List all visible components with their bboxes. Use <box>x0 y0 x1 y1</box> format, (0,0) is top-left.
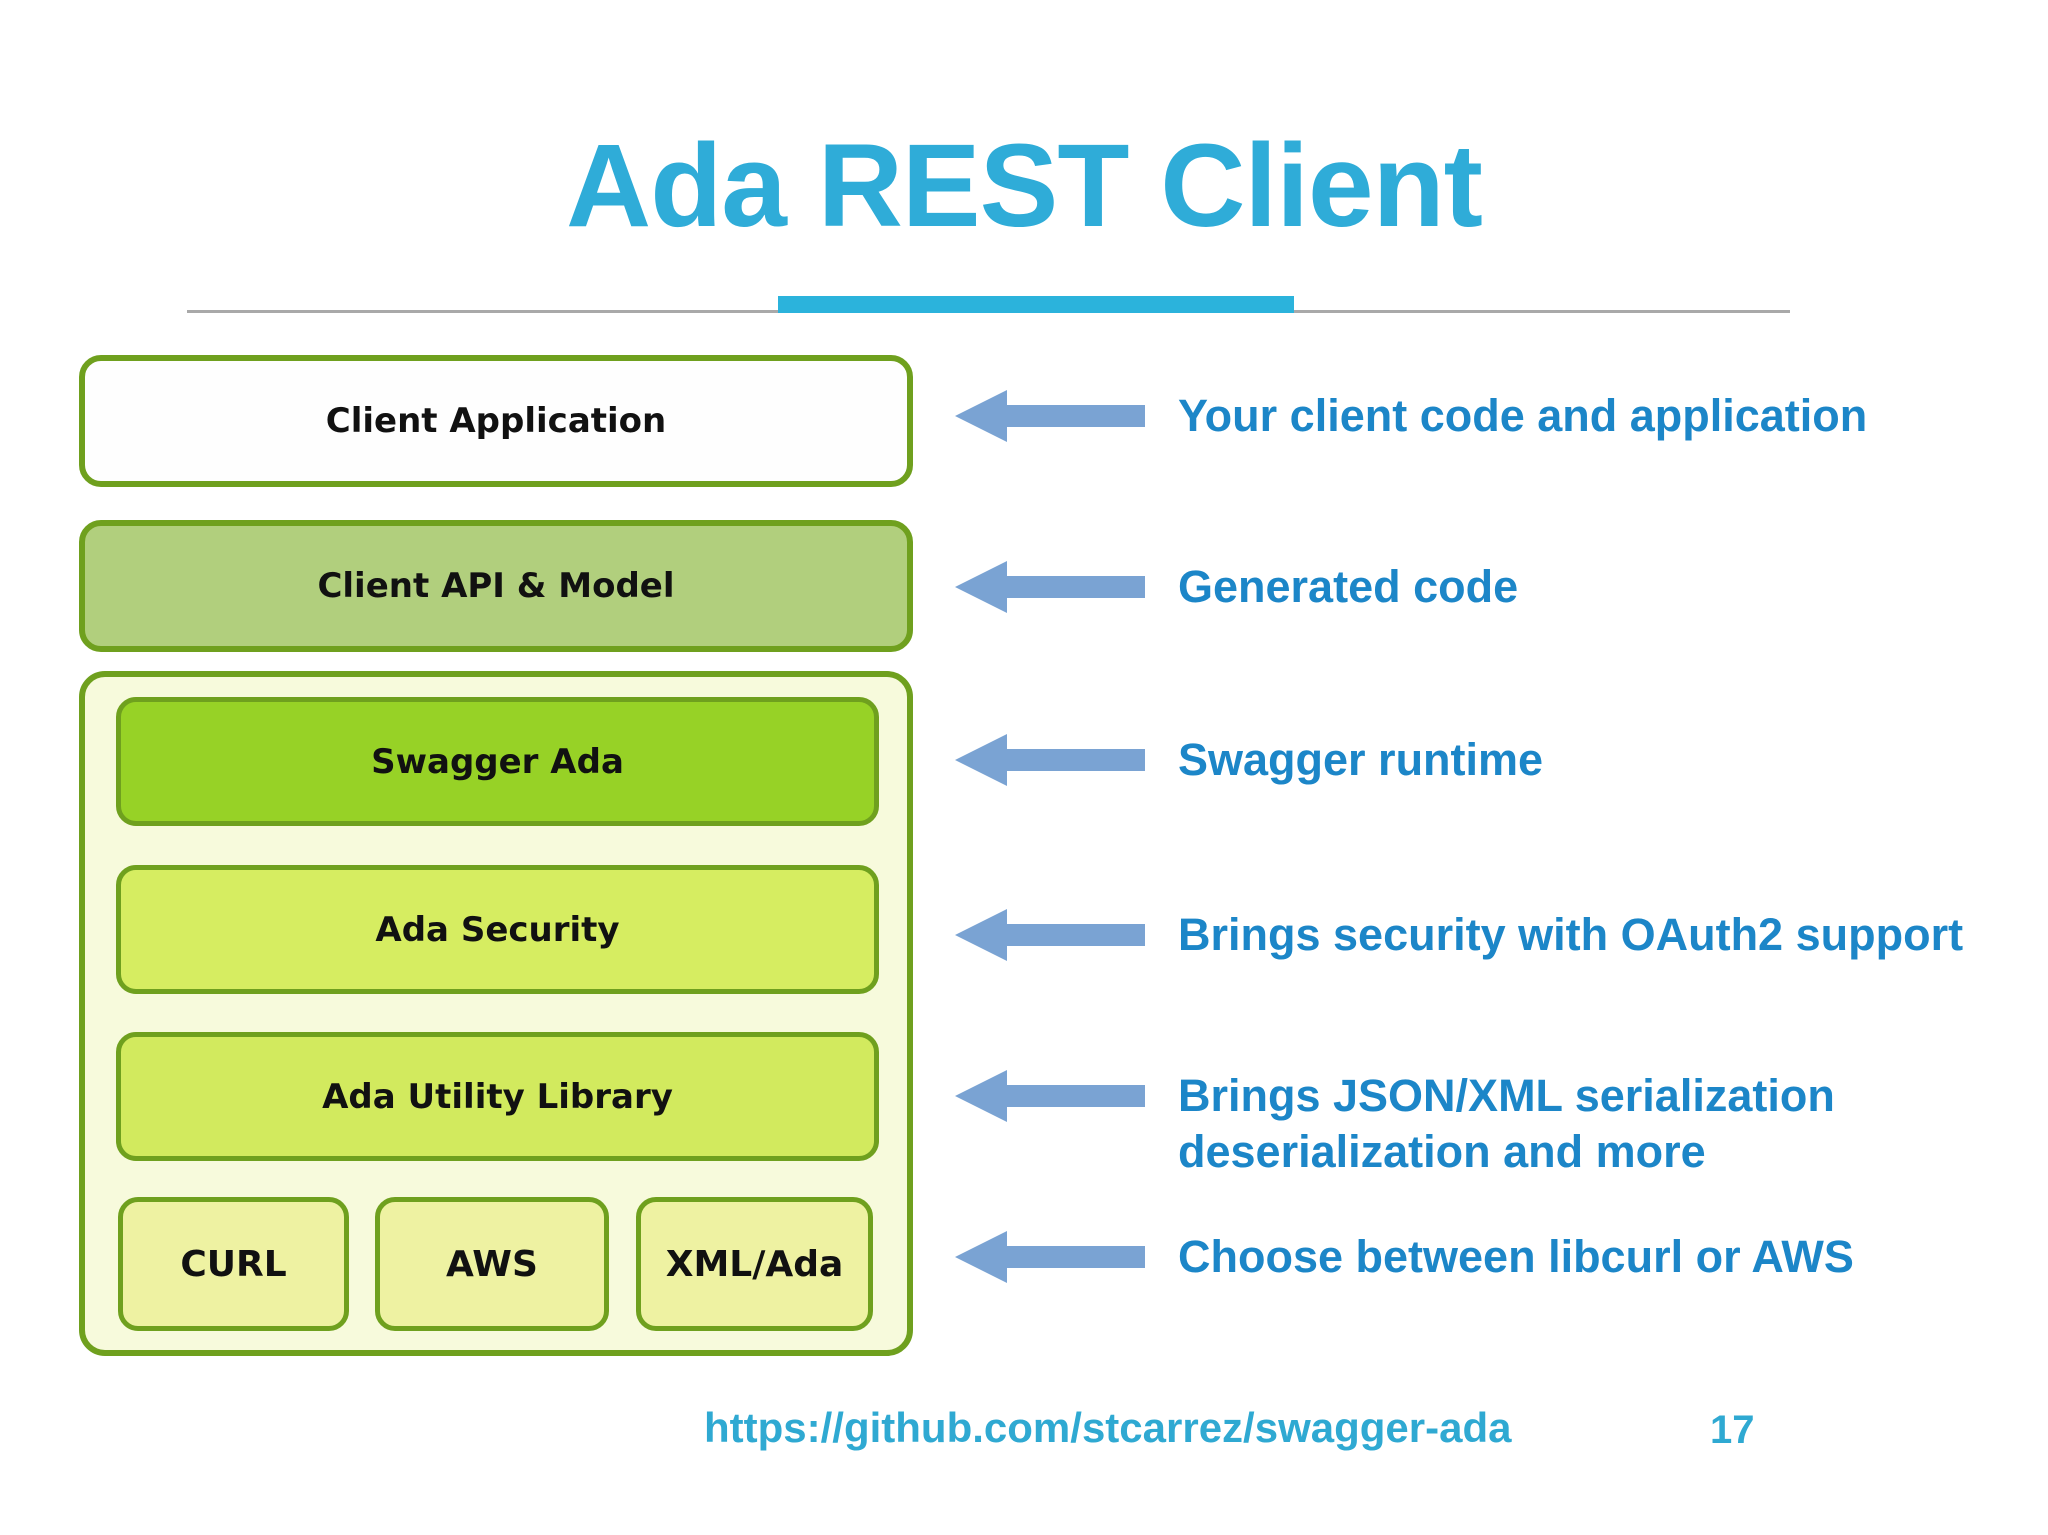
left-arrow-icon <box>955 388 1145 444</box>
left-arrow-icon <box>955 559 1145 615</box>
box-aws: AWS <box>375 1197 609 1331</box>
box-ada-utility-library-label: Ada Utility Library <box>322 1076 673 1117</box>
box-swagger-ada: Swagger Ada <box>116 697 879 826</box>
left-arrow-icon <box>955 1068 1145 1124</box>
box-client-api-model-label: Client API & Model <box>317 566 675 606</box>
annotation-backend-choice: Choose between libcurl or AWS <box>1178 1231 1854 1282</box>
box-client-api-model: Client API & Model <box>79 520 913 652</box>
page-number: 17 <box>1710 1408 1755 1452</box>
box-ada-security-label: Ada Security <box>375 909 620 950</box>
left-arrow-icon <box>955 1229 1145 1285</box>
title-divider-accent <box>778 296 1294 313</box>
box-swagger-ada-label: Swagger Ada <box>371 741 624 782</box>
github-url-link[interactable]: https://github.com/stcarrez/swagger-ada <box>704 1404 1512 1451</box>
annotation-serialization-line2: deserialization and more <box>1178 1126 1706 1177</box>
box-ada-utility-library: Ada Utility Library <box>116 1032 879 1161</box>
annotation-swagger-runtime: Swagger runtime <box>1178 734 1544 785</box>
left-arrow-icon <box>955 732 1145 788</box>
box-client-application: Client Application <box>79 355 913 487</box>
annotation-security: Brings security with OAuth2 support <box>1178 909 1964 960</box>
left-arrow-icon <box>955 907 1145 963</box>
box-ada-security: Ada Security <box>116 865 879 994</box>
annotation-serialization-line1: Brings JSON/XML serialization <box>1178 1070 1835 1121</box>
box-curl: CURL <box>118 1197 349 1331</box>
box-curl-label: CURL <box>180 1243 287 1285</box>
box-xml-ada-label: XML/Ada <box>665 1243 844 1285</box>
annotation-serialization: Brings JSON/XML serialization deserializ… <box>1178 1068 1835 1180</box>
annotation-generated-code: Generated code <box>1178 561 1519 612</box>
page-title: Ada REST Client <box>566 120 1483 252</box>
annotation-client-code: Your client code and application <box>1178 390 1868 441</box>
box-aws-label: AWS <box>446 1243 538 1285</box>
box-xml-ada: XML/Ada <box>636 1197 873 1331</box>
box-client-application-label: Client Application <box>325 401 667 441</box>
